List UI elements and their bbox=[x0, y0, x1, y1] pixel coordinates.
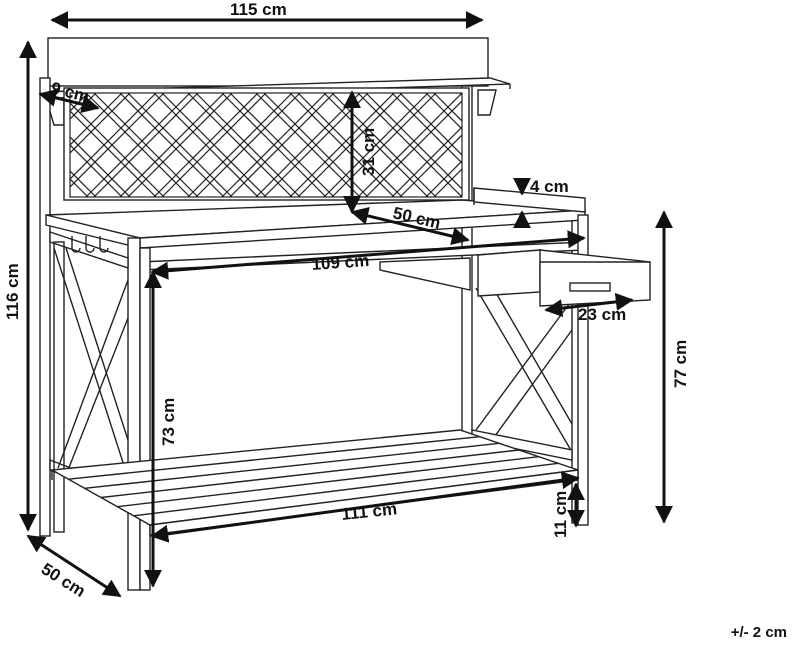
label-table-height: 77 cm bbox=[671, 340, 690, 388]
label-bottom-clearance: 11 cm bbox=[551, 491, 570, 538]
dimension-lines bbox=[19, 11, 673, 598]
label-tray-depth: 4 cm bbox=[530, 177, 569, 196]
front-left-leg bbox=[127, 237, 141, 591]
label-leg-height: 73 cm bbox=[159, 398, 178, 446]
label-trellis-height: 31 cm bbox=[359, 128, 378, 176]
tolerance-note: +/- 2 cm bbox=[730, 624, 787, 641]
drawer-handle bbox=[569, 282, 611, 292]
label-width-total: 115 cm bbox=[230, 0, 287, 19]
label-height-total: 116 cm bbox=[3, 263, 22, 320]
label-drawer-width: 23 cm bbox=[578, 305, 626, 324]
hooks bbox=[71, 236, 109, 253]
label-table-width: 109 cm bbox=[311, 251, 370, 274]
label-depth: 50 cm bbox=[38, 559, 89, 601]
